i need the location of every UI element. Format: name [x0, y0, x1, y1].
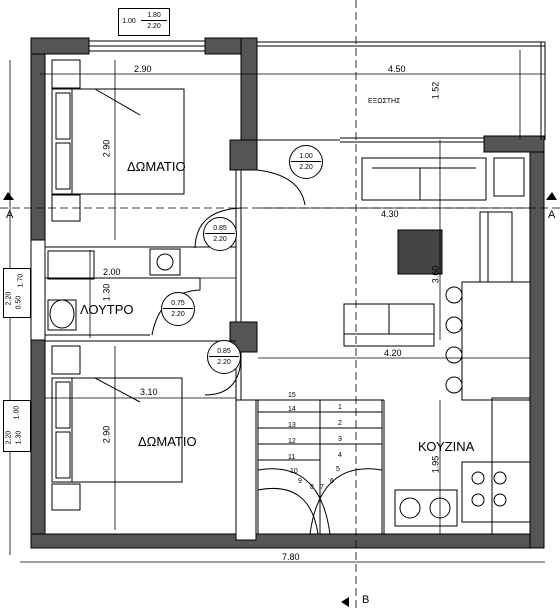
room-label-kitchen: ΚΟΥΖΙΝΑ: [418, 439, 475, 454]
room-label-veranda: ΕΞΩΣΤΗΣ: [368, 98, 401, 105]
dim-bedroom-bottom-height: 2.90: [101, 425, 112, 444]
kitchen-counter: [394, 397, 531, 535]
window-tag-top: 1.00 1.80 2.20: [118, 8, 170, 36]
door-tag-2-num: 0.85: [205, 224, 235, 234]
stair-num: 4: [338, 452, 342, 459]
stair-num: 14: [288, 406, 296, 413]
living-furniture: [343, 157, 525, 347]
door-tag-2: 0.85 2.20: [203, 217, 237, 251]
dim-right-vertical: 1.52: [430, 81, 441, 100]
exterior-walls: [30, 37, 545, 549]
sliding-door: [257, 137, 484, 143]
bath-fixtures: [47, 248, 181, 331]
dim-bedroom-top-height: 2.90: [101, 139, 112, 158]
window-top: [89, 40, 205, 52]
bed-bottom: [51, 345, 183, 511]
window-tag-left-upper: 1.70 2.20 0.50: [3, 268, 31, 318]
door-tag-1: 1.00 2.20: [289, 145, 323, 179]
stair-num: 6: [330, 478, 334, 485]
stair-num: 7: [320, 484, 324, 491]
stair-num: 15: [288, 392, 296, 399]
door-tag-2-den: 2.20: [213, 236, 227, 243]
door-tag-4-num: 0.85: [209, 347, 239, 357]
window-tag-top-left: 1.00: [122, 18, 136, 25]
staircase: [257, 399, 383, 535]
door-tag-1-num: 1.00: [291, 152, 321, 162]
door-tag-4: 0.85 2.20: [207, 340, 241, 374]
stair-num: 3: [338, 436, 342, 443]
dim-top-right: 4.50: [388, 64, 406, 74]
stair-num: 2: [338, 420, 342, 427]
door-tag-3: 0.75 2.20: [161, 292, 195, 326]
veranda-rail: [257, 41, 546, 140]
door-tag-3-den: 2.20: [171, 311, 185, 318]
section-mark-bottom: B: [362, 594, 370, 606]
room-label-bathroom: ΛΟΥΤΡΟ: [80, 302, 134, 317]
window-tag-left-upper-a: 1.70: [17, 273, 25, 288]
door-tag-3-num: 0.75: [163, 299, 193, 309]
stair-num: 5: [336, 466, 340, 473]
dim-kitchen-height: 1.95: [430, 455, 441, 474]
room-label-bedroom-top: ΔΩΜΑΤΙΟ: [127, 159, 186, 174]
section-mark-left: A: [6, 209, 14, 221]
section-mark-right: A: [548, 209, 556, 221]
stair-num: 13: [288, 422, 296, 429]
window-tag-left-lower-c: 1.30: [15, 430, 23, 445]
window-tag-left-upper-b: 2.20: [5, 291, 13, 306]
stair-num: 1: [338, 404, 342, 411]
window-tag-left-lower-a: 1.00: [13, 405, 21, 420]
dim-top-left: 2.90: [134, 64, 152, 74]
bed-top: [51, 59, 185, 222]
dim-living-width: 4.30: [381, 209, 399, 219]
stair-num: 10: [290, 468, 298, 475]
dim-bath-width: 2.00: [103, 267, 121, 277]
section-arrows: [3, 192, 557, 607]
dim-bath-height: 1.30: [101, 283, 112, 302]
stair-num: 11: [288, 454, 296, 461]
door-tag-1-den: 2.20: [299, 164, 313, 171]
dim-lower-width: 4.20: [384, 348, 402, 358]
dim-living-height: 3.60: [430, 265, 441, 284]
door-tag-4-den: 2.20: [217, 359, 231, 366]
stair-num: 8: [310, 484, 314, 491]
dining-table: [445, 281, 531, 401]
window-tag-left-lower: 1.00 2.20 1.30: [3, 400, 31, 452]
window-tag-left-upper-c: 0.50: [15, 295, 23, 310]
window-tag-top-den: 2.20: [147, 23, 161, 30]
stair-num: 9: [298, 478, 302, 485]
window-tag-top-num: 1.80: [141, 11, 167, 21]
room-label-bedroom-bottom: ΔΩΜΑΤΙΟ: [138, 434, 197, 449]
window-tag-left-lower-b: 2.20: [5, 430, 13, 445]
stair-num: 12: [288, 438, 296, 445]
dim-total-width: 7.80: [282, 552, 300, 562]
dim-bedroom-bottom-width: 3.10: [140, 387, 158, 397]
